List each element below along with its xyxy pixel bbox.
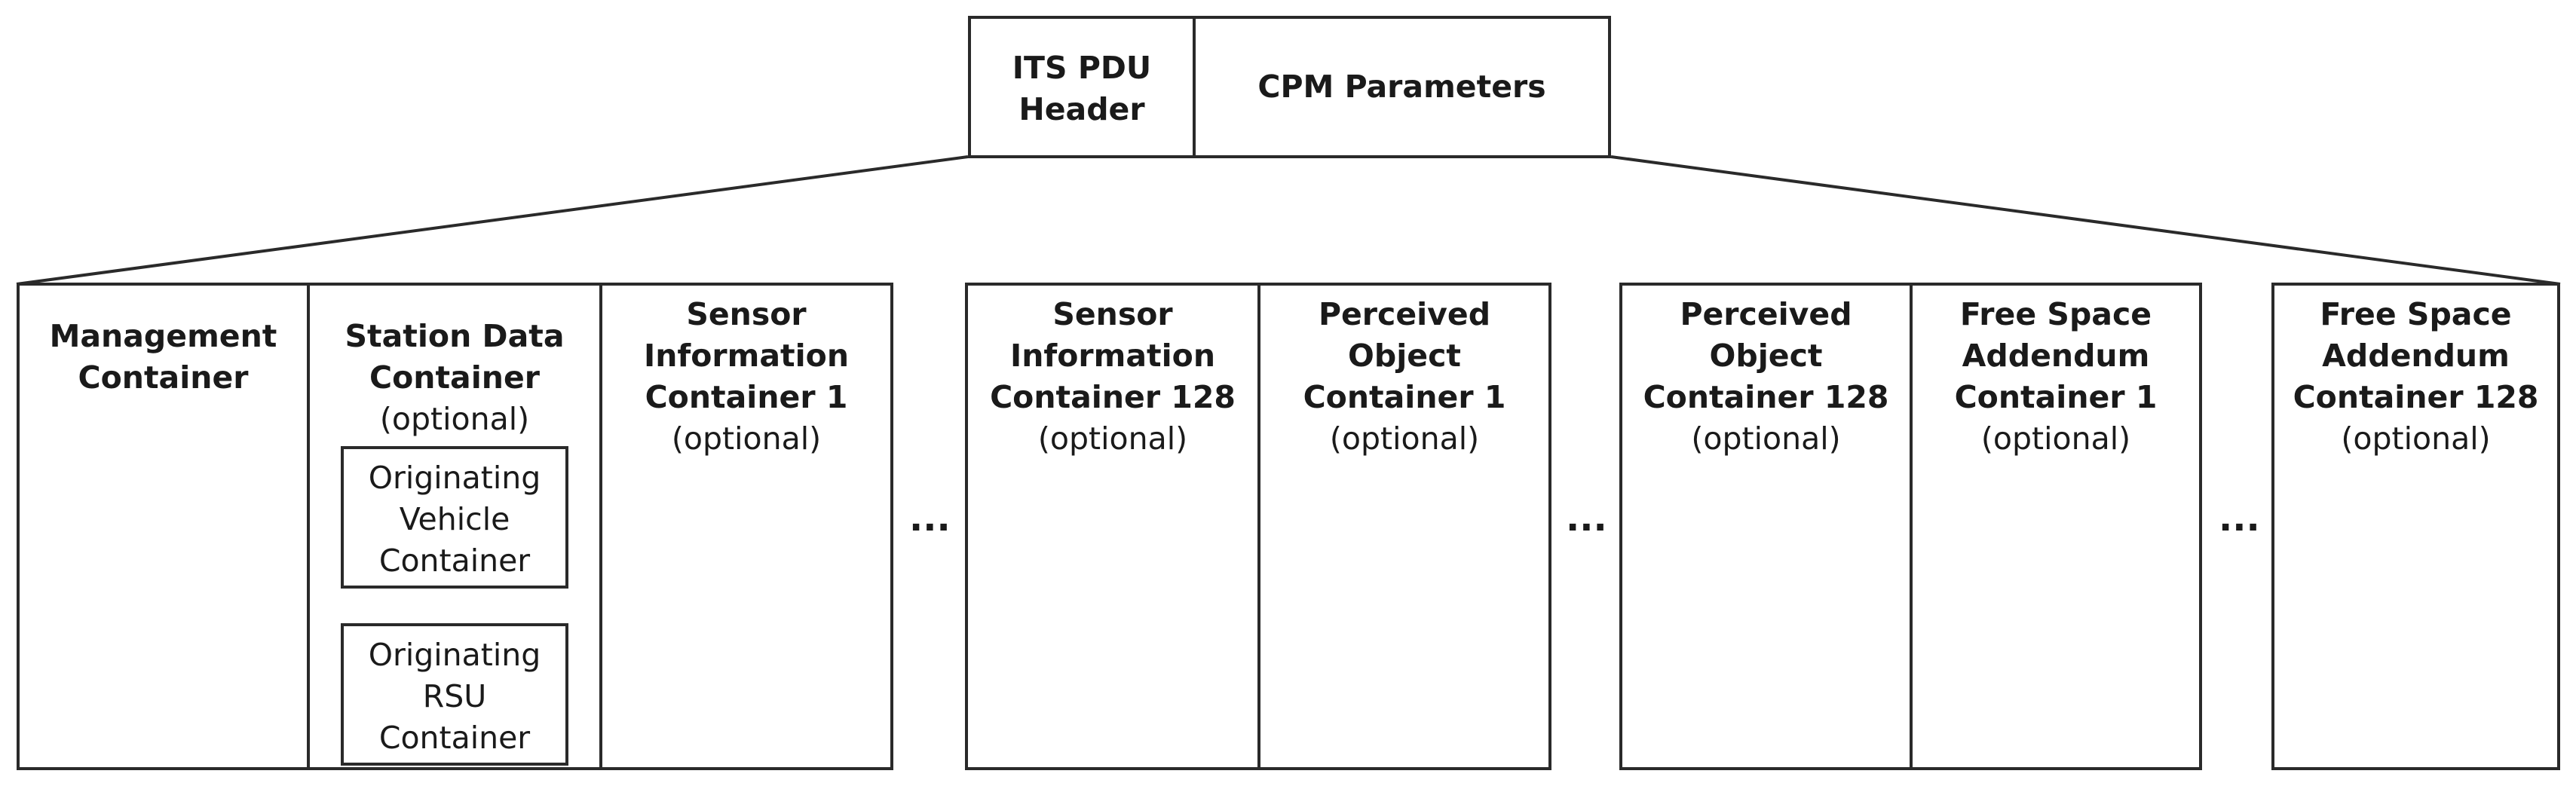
sensor-info-1-line2: Information <box>643 338 850 374</box>
station-data-line1: Station Data <box>345 318 565 354</box>
sensor-information-container-1: Sensor Information Container 1 (optional… <box>599 283 893 770</box>
sensor-info-128-line2: Information <box>1009 338 1216 374</box>
free-space-128-line2: Addendum <box>2322 338 2510 374</box>
cpm-parameters-label: CPM Parameters <box>1257 69 1546 105</box>
originating-vehicle-container: Originating Vehicle Container <box>341 446 568 589</box>
its-pdu-header-box: ITS PDU Header <box>968 16 1196 158</box>
sensor-info-1-optional: (optional) <box>671 420 822 457</box>
perceived-object-1-line3: Container 1 <box>1303 379 1506 415</box>
perceived-object-128-line3: Container 128 <box>1643 379 1889 415</box>
its-pdu-header-line2: Header <box>1018 91 1145 127</box>
originating-vehicle-line3: Container <box>378 543 531 579</box>
right-connector-line <box>1610 155 2561 286</box>
management-container-line1: Management <box>49 318 277 354</box>
station-data-container: Station Data Container (optional) Origin… <box>307 283 602 770</box>
free-space-1-optional: (optional) <box>1980 420 2131 457</box>
sensor-info-1-line1: Sensor <box>686 296 807 332</box>
sensor-info-1-line3: Container 1 <box>645 379 848 415</box>
ellipsis-2: ... <box>1566 497 1607 540</box>
perceived-object-1-optional: (optional) <box>1329 420 1480 457</box>
sensor-info-128-line1: Sensor <box>1052 296 1173 332</box>
free-space-128-optional: (optional) <box>2341 420 2491 457</box>
ellipsis-3: ... <box>2219 497 2260 540</box>
left-connector-line <box>16 155 969 286</box>
originating-vehicle-line1: Originating <box>368 460 541 496</box>
perceived-object-container-128: Perceived Object Container 128 (optional… <box>1619 283 1913 770</box>
station-data-optional: (optional) <box>379 401 530 437</box>
originating-rsu-line2: RSU <box>422 678 487 714</box>
free-space-addendum-container-128: Free Space Addendum Container 128 (optio… <box>2271 283 2560 770</box>
sensor-info-128-line3: Container 128 <box>990 379 1236 415</box>
management-container: Management Container <box>17 283 310 770</box>
perceived-object-container-1: Perceived Object Container 1 (optional) <box>1257 283 1551 770</box>
originating-rsu-line1: Originating <box>368 637 541 673</box>
ellipsis-1: ... <box>909 497 951 540</box>
perceived-object-1-line2: Object <box>1348 338 1461 374</box>
station-data-line2: Container <box>369 359 540 396</box>
sensor-info-128-optional: (optional) <box>1037 420 1188 457</box>
perceived-object-128-line2: Object <box>1709 338 1823 374</box>
originating-rsu-container: Originating RSU Container <box>341 623 568 766</box>
perceived-object-1-line1: Perceived <box>1318 296 1491 332</box>
its-pdu-header-line1: ITS PDU <box>1012 50 1152 86</box>
perceived-object-128-line1: Perceived <box>1680 296 1852 332</box>
free-space-1-line1: Free Space <box>1959 296 2152 332</box>
management-container-line2: Container <box>78 359 249 396</box>
originating-vehicle-line2: Vehicle <box>399 501 510 537</box>
free-space-1-line2: Addendum <box>1962 338 2150 374</box>
cpm-parameters-box: CPM Parameters <box>1193 16 1611 158</box>
sensor-information-container-128: Sensor Information Container 128 (option… <box>965 283 1260 770</box>
free-space-1-line3: Container 1 <box>1954 379 2158 415</box>
free-space-128-line1: Free Space <box>2320 296 2512 332</box>
perceived-object-128-optional: (optional) <box>1691 420 1841 457</box>
free-space-addendum-container-1: Free Space Addendum Container 1 (optiona… <box>1910 283 2202 770</box>
free-space-128-line3: Container 128 <box>2293 379 2539 415</box>
originating-rsu-line3: Container <box>378 720 531 756</box>
